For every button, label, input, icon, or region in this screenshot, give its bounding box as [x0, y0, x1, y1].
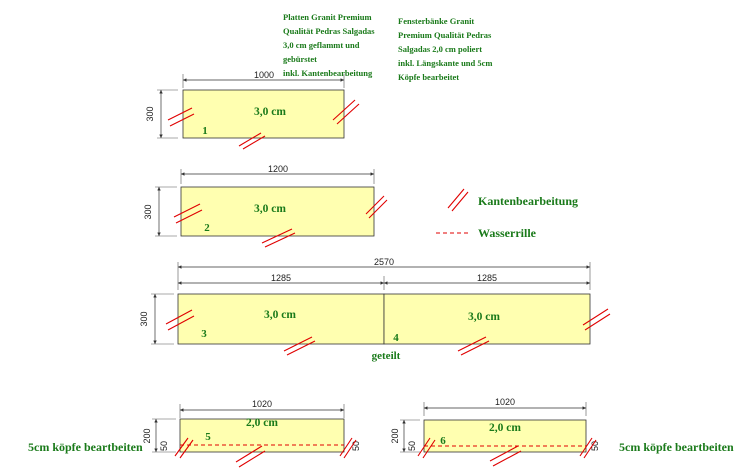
- piece-5-end-right: 50: [351, 441, 361, 451]
- piece-3-length: 1285: [271, 273, 291, 283]
- piece-4-number: 4: [393, 332, 399, 344]
- piece-2-number: 2: [204, 222, 210, 234]
- edge-mark-icon: [238, 132, 266, 150]
- piece-1-width: 300: [145, 106, 155, 121]
- piece-4-thickness: 3,0 cm: [468, 311, 500, 323]
- piece-1-thickness: 3,0 cm: [254, 106, 286, 118]
- piece-2-length: 1200: [268, 164, 288, 174]
- piece-6-number: 6: [440, 435, 446, 447]
- piece-3-number: 3: [201, 328, 207, 340]
- edge-mark-icon: [579, 437, 597, 459]
- edge-mark-icon: [417, 437, 436, 459]
- piece-4-length: 1285: [477, 273, 497, 283]
- piece-1: 1000 300 3,0 cm 1: [145, 70, 360, 150]
- piece-2-thickness: 3,0 cm: [254, 203, 286, 215]
- edge-mark-icon: [332, 99, 360, 125]
- piece-5-note: 5cm köpfe beartbeiten: [28, 440, 143, 454]
- fensterbaenke-note: Fensterbänke Granit Premium Qualität Ped…: [398, 16, 493, 82]
- piece-6-note: 5cm köpfe beartbeiten: [619, 440, 734, 454]
- piece-5-end-left: 50: [159, 441, 169, 451]
- piece-2-width: 300: [143, 204, 153, 219]
- piece-5-number: 5: [205, 431, 211, 443]
- piece-5-width: 200: [142, 428, 152, 443]
- edge-mark-icon: [165, 309, 195, 331]
- legend: Kantenbearbeitung Wasserrille: [436, 188, 578, 240]
- edge-mark-icon: [261, 228, 296, 248]
- piece-6-length: 1020: [495, 397, 515, 407]
- piece-5-length: 1020: [252, 399, 272, 409]
- edge-mark-icon: [365, 195, 388, 219]
- piece-5: 1020 200 50 50 2,0 cm 5 5cm köpfe beartb…: [28, 399, 361, 468]
- piece-6-end-left: 50: [407, 441, 417, 451]
- piece-4: [383, 293, 591, 345]
- edge-mark-icon: [582, 308, 611, 331]
- piece-6-end-right: 50: [590, 441, 600, 451]
- piece-3-width: 300: [139, 311, 149, 326]
- piece-6-thickness: 2,0 cm: [489, 422, 521, 434]
- edge-mark-icon: [174, 437, 194, 459]
- legend-wasser: Wasserrille: [478, 226, 537, 240]
- piece-1-number: 1: [202, 125, 208, 137]
- edge-mark-icon: [283, 336, 316, 356]
- edge-mark-icon: [489, 445, 522, 467]
- edge-processing-icon: [447, 188, 469, 212]
- piece-3-4: 2570 1285 1285 300 3,0 cm 3,0 cm 3 4 get…: [139, 257, 611, 362]
- piece-1-length: 1000: [254, 70, 274, 80]
- piece-3: [177, 293, 385, 345]
- combined-length: 2570: [374, 257, 394, 267]
- piece-3-thickness: 3,0 cm: [264, 309, 296, 321]
- edge-mark-icon: [457, 336, 490, 356]
- piece-6: 1020 200 50 50 2,0 cm 6 5cm köpfe beartb…: [390, 397, 734, 467]
- edge-mark-icon: [167, 107, 195, 127]
- split-label: geteilt: [372, 350, 401, 362]
- piece-6-width: 200: [390, 428, 400, 443]
- platten-note: Platten Granit Premium Qualität Pedras S…: [283, 12, 375, 78]
- edge-mark-icon: [339, 437, 357, 459]
- edge-mark-icon: [173, 203, 203, 224]
- edge-mark-icon: [235, 445, 266, 468]
- legend-kanten: Kantenbearbeitung: [478, 194, 578, 208]
- piece-5-thickness: 2,0 cm: [246, 417, 278, 429]
- piece-2: 1200 300 3,0 cm 2: [143, 164, 388, 248]
